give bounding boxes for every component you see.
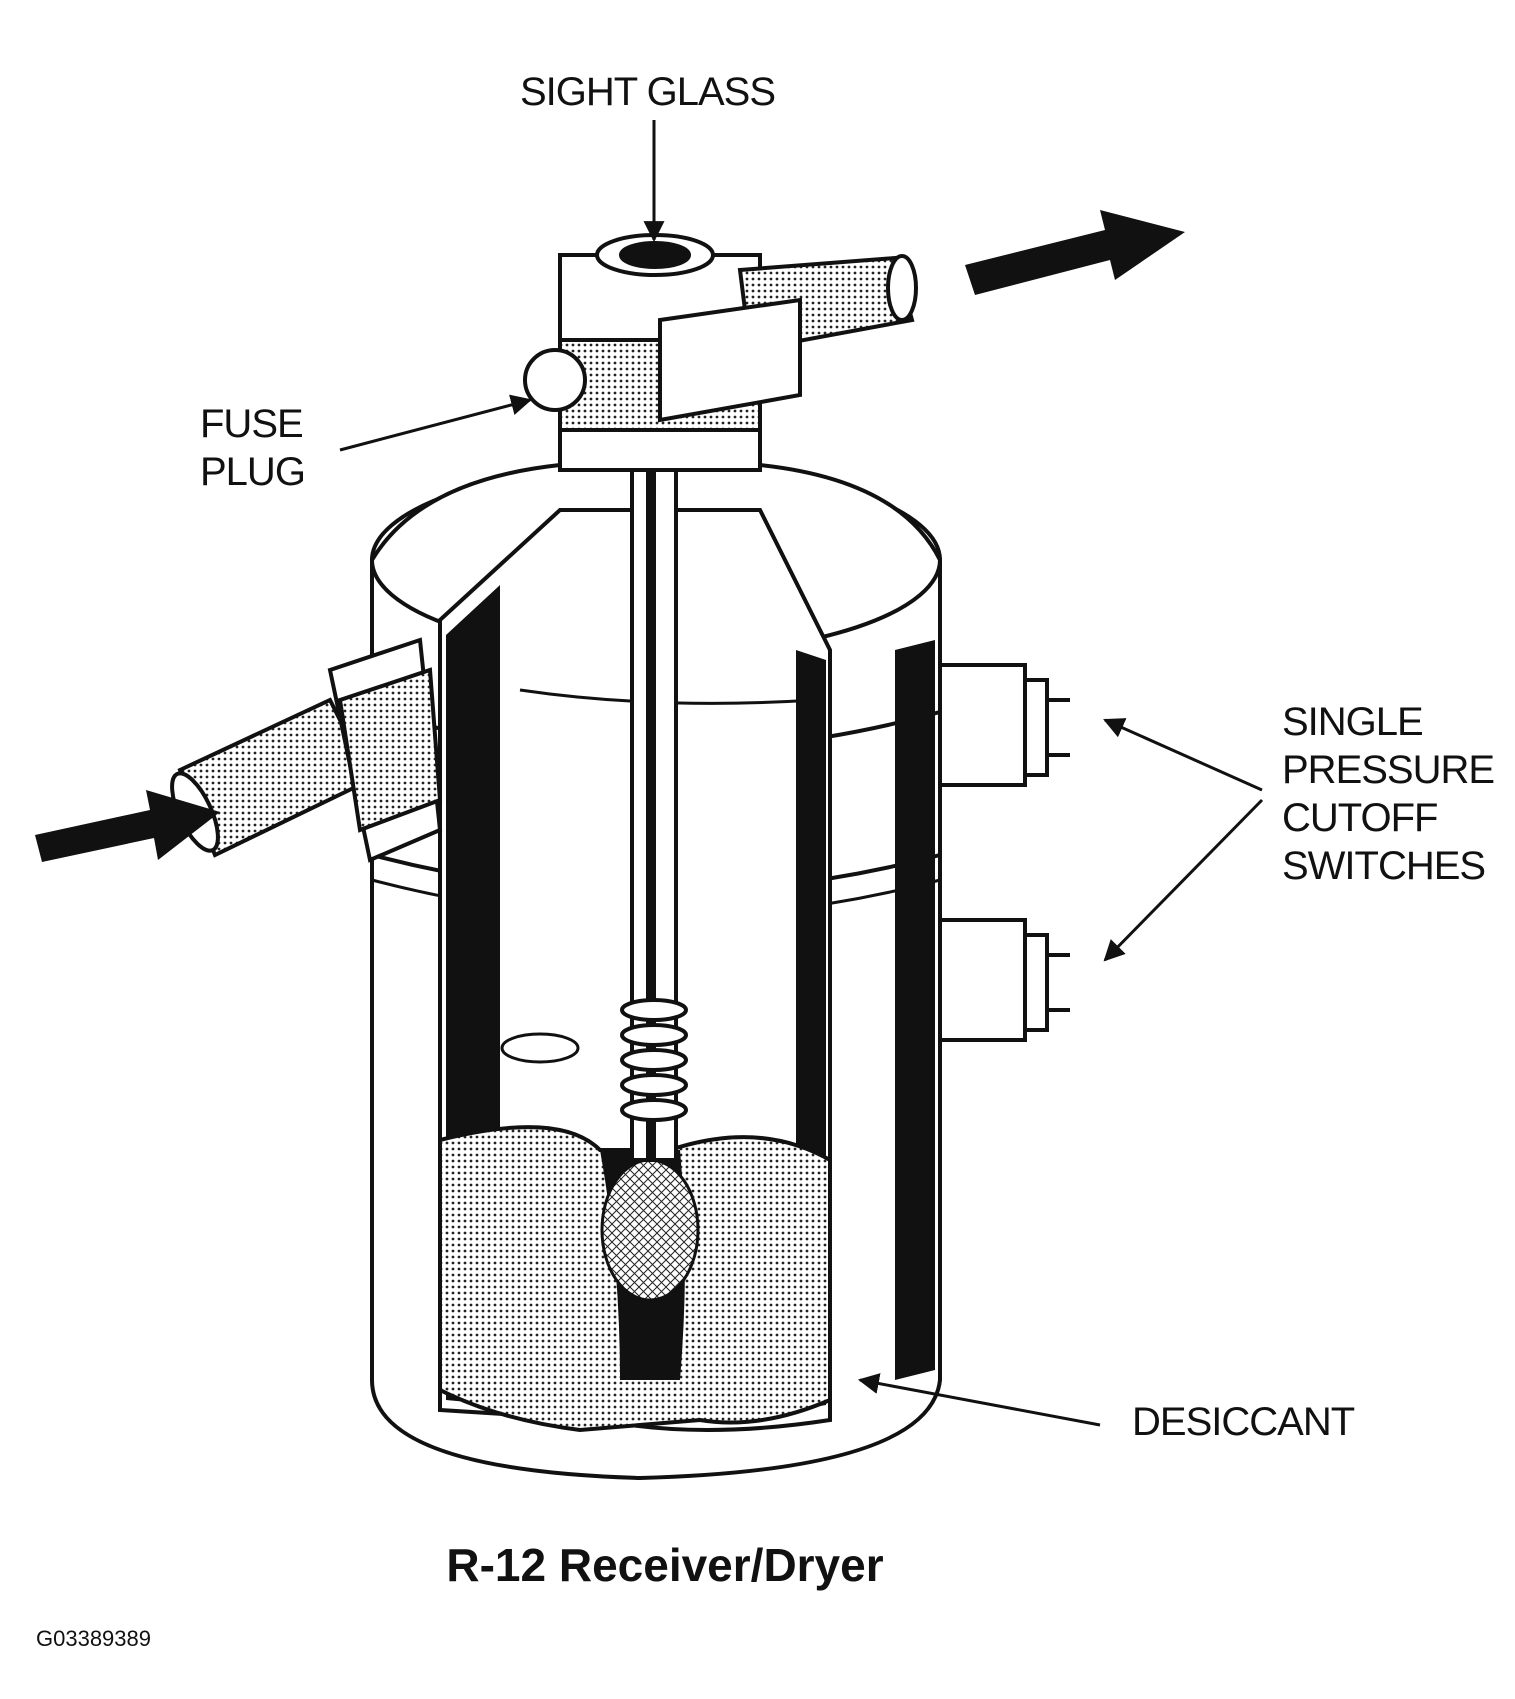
pressure-switch-upper <box>938 663 1070 787</box>
label-switches-line-4: SWITCHES <box>1282 844 1486 888</box>
label-pressure-switches: SINGLE PRESSURE CUTOFF SWITCHES <box>1282 698 1495 890</box>
label-fuse-plug: FUSE PLUG <box>200 400 306 496</box>
figure-id: G03389389 <box>36 1626 151 1651</box>
inlet-flow-arrow <box>35 790 220 862</box>
label-switches-line-1: SINGLE <box>1282 700 1424 744</box>
label-fuse-plug-line-2: PLUG <box>200 450 306 494</box>
outlet-fitting <box>658 254 918 423</box>
inlet-fitting <box>170 637 443 863</box>
outlet-flow-arrow <box>965 210 1185 295</box>
label-desiccant: DESICCANT <box>1132 1398 1355 1446</box>
leader-lines <box>339 120 1264 1427</box>
label-sight-glass-text: SIGHT GLASS <box>520 70 776 114</box>
label-switches-line-3: CUTOFF <box>1282 796 1438 840</box>
label-sight-glass: SIGHT GLASS <box>520 68 776 116</box>
diagram-title: R-12 Receiver/Dryer <box>446 1539 884 1591</box>
pressure-switch-lower <box>938 918 1070 1042</box>
desiccant-bag <box>438 1032 832 1433</box>
pickup-tube <box>620 378 688 1162</box>
label-fuse-plug-line-1: FUSE <box>200 402 304 446</box>
label-switches-line-2: PRESSURE <box>1282 748 1495 792</box>
label-desiccant-text: DESICCANT <box>1132 1400 1355 1444</box>
